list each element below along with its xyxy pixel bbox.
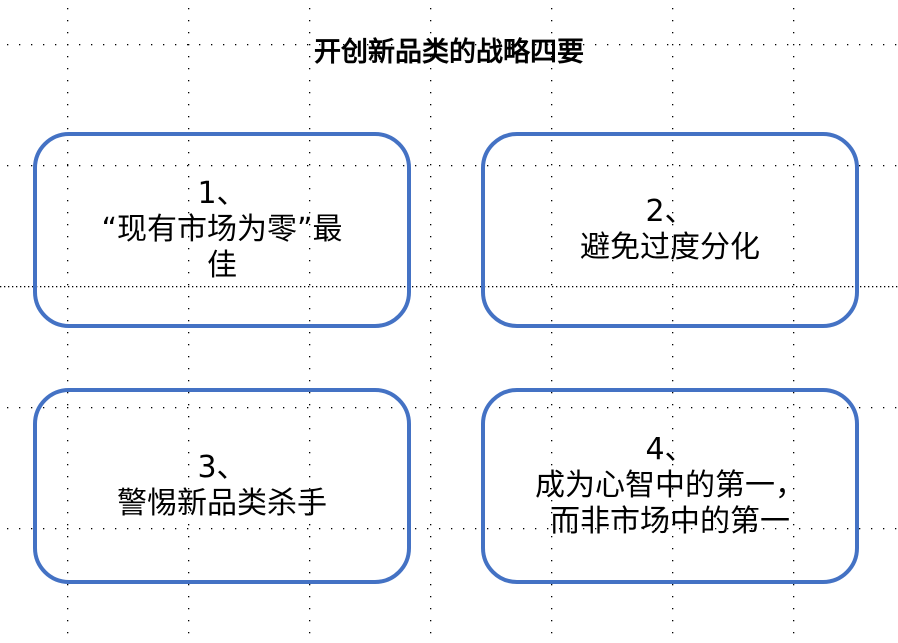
diagram-title: 开创新品类的战略四要 bbox=[314, 37, 584, 68]
strategy-text-1: 1、 “现有市场为零”最 佳 bbox=[101, 176, 343, 283]
strategy-box-3[interactable]: 3、 警惕新品类杀手 bbox=[33, 388, 411, 584]
strategy-text-4: 4、 成为心智中的第一， 而非市场中的第一 bbox=[535, 432, 805, 539]
strategy-box-1[interactable]: 1、 “现有市场为零”最 佳 bbox=[33, 132, 411, 328]
strategy-text-2: 2、 避免过度分化 bbox=[580, 194, 760, 265]
strategy-box-4[interactable]: 4、 成为心智中的第一， 而非市场中的第一 bbox=[481, 388, 859, 584]
strategy-text-3: 3、 警惕新品类杀手 bbox=[117, 450, 327, 521]
strategy-box-2[interactable]: 2、 避免过度分化 bbox=[481, 132, 859, 328]
